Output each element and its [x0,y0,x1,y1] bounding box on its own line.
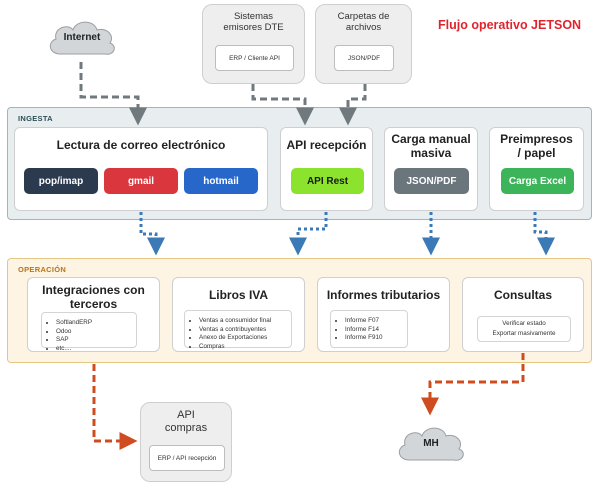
mh-cloud: MH [393,418,469,468]
api-recepcion-card: API recepción API Rest [280,127,373,211]
preimpresos-line1: Preimpresos [500,132,573,146]
carpetas-title-line1: Carpetas de [337,11,390,22]
cloud-icon [49,21,115,55]
lectura-correo-title: Lectura de correo electrónico [56,138,226,152]
api-compras-box: API compras ERP / API recepción [140,402,232,482]
hotmail-button[interactable]: hotmail [184,168,258,194]
preimpresos-card: Preimpresos / papel Carga Excel [489,127,584,211]
list-item: Informe F14 [345,326,407,335]
carga-manual-line2: masiva [410,146,452,160]
integraciones-line1: Integraciones con [42,283,145,297]
gmail-button[interactable]: gmail [104,168,178,194]
libros-iva-card: Libros IVA Ventas a consumidor final Ven… [172,277,305,352]
list-item: Verificar estado [502,320,546,327]
list-item: Odoo [56,328,136,337]
informes-tributarios-title: Informes tributarios [326,288,441,302]
integraciones-title: Integraciones con terceros [28,283,159,311]
preimpresos-line2: / papel [517,146,556,160]
erp-api-recepcion-box: ERP / API recepción [149,445,225,471]
list-item: Informe F910 [345,334,407,343]
carga-manual-line1: Carga manual [391,132,471,146]
api-compras-title: API compras [141,409,231,435]
mh-label: MH [423,438,439,449]
informes-list: Informe F07 Informe F14 Informe F910 [330,310,408,348]
diagram-title: Flujo operativo JETSON [438,18,582,32]
consultas-title: Consultas [493,288,552,302]
operacion-label: OPERACIÓN [18,265,67,274]
list-item: Ventas a contribuyentes [199,326,291,335]
list-item: SAP [56,336,136,345]
carpetas-archivos-title: Carpetas de archivos [316,11,411,33]
pop-imap-button[interactable]: pop/imap [24,168,98,194]
json-pdf-source-box: JSON/PDF [334,45,394,71]
list-item: Compras [199,343,291,352]
sistemas-title-line2: emisores DTE [223,22,284,33]
erp-cliente-api-box: ERP / Cliente API [215,45,294,71]
api-compras-line2: compras [164,422,208,434]
preimpresos-title: Preimpresos / papel [490,132,583,160]
api-rest-button[interactable]: API Rest [291,168,364,194]
list-item: Exportar masivamente [492,330,556,337]
internet-cloud: Internet [44,14,120,62]
internet-label: Internet [63,32,101,43]
list-item: Anexo de Exportaciones [199,334,291,343]
carpetas-title-line2: archivos [345,22,382,33]
libros-iva-list: Ventas a consumidor final Ventas a contr… [184,310,292,350]
carga-manual-title: Carga manual masiva [385,132,477,160]
integraciones-line2: terceros [69,297,118,311]
ingesta-label: INGESTA [18,114,53,123]
carga-excel-button[interactable]: Carga Excel [501,168,574,194]
consultas-list: Verificar estado Exportar masivamente [477,316,571,342]
carpetas-archivos-box: Carpetas de archivos JSON/PDF [315,4,412,84]
cloud-icon [398,427,464,461]
carga-manual-card: Carga manual masiva JSON/PDF [384,127,478,211]
api-recepcion-title: API recepción [286,138,367,152]
list-item: SoftlandERP [56,319,136,328]
sistemas-emisores-box: Sistemas emisores DTE ERP / Cliente API [202,4,305,84]
list-item: Informe F07 [345,317,407,326]
integraciones-card: Integraciones con terceros SoftlandERP O… [27,277,160,352]
informes-tributarios-card: Informes tributarios Informe F07 Informe… [317,277,450,352]
api-compras-line1: API [177,409,195,421]
list-item: Ventas a consumidor final [199,317,291,326]
consultas-card: Consultas Verificar estado Exportar masi… [462,277,584,352]
libros-iva-title: Libros IVA [208,288,269,302]
arrow-integraciones-to-api-compras [92,364,138,450]
integraciones-list: SoftlandERP Odoo SAP etc.... [41,312,137,352]
sistemas-emisores-title: Sistemas emisores DTE [203,11,304,33]
sistemas-title-line1: Sistemas [233,11,274,22]
json-pdf-button[interactable]: JSON/PDF [394,168,469,194]
list-item: etc.... [56,345,136,354]
lectura-correo-card: Lectura de correo electrónico pop/imap g… [14,127,268,211]
